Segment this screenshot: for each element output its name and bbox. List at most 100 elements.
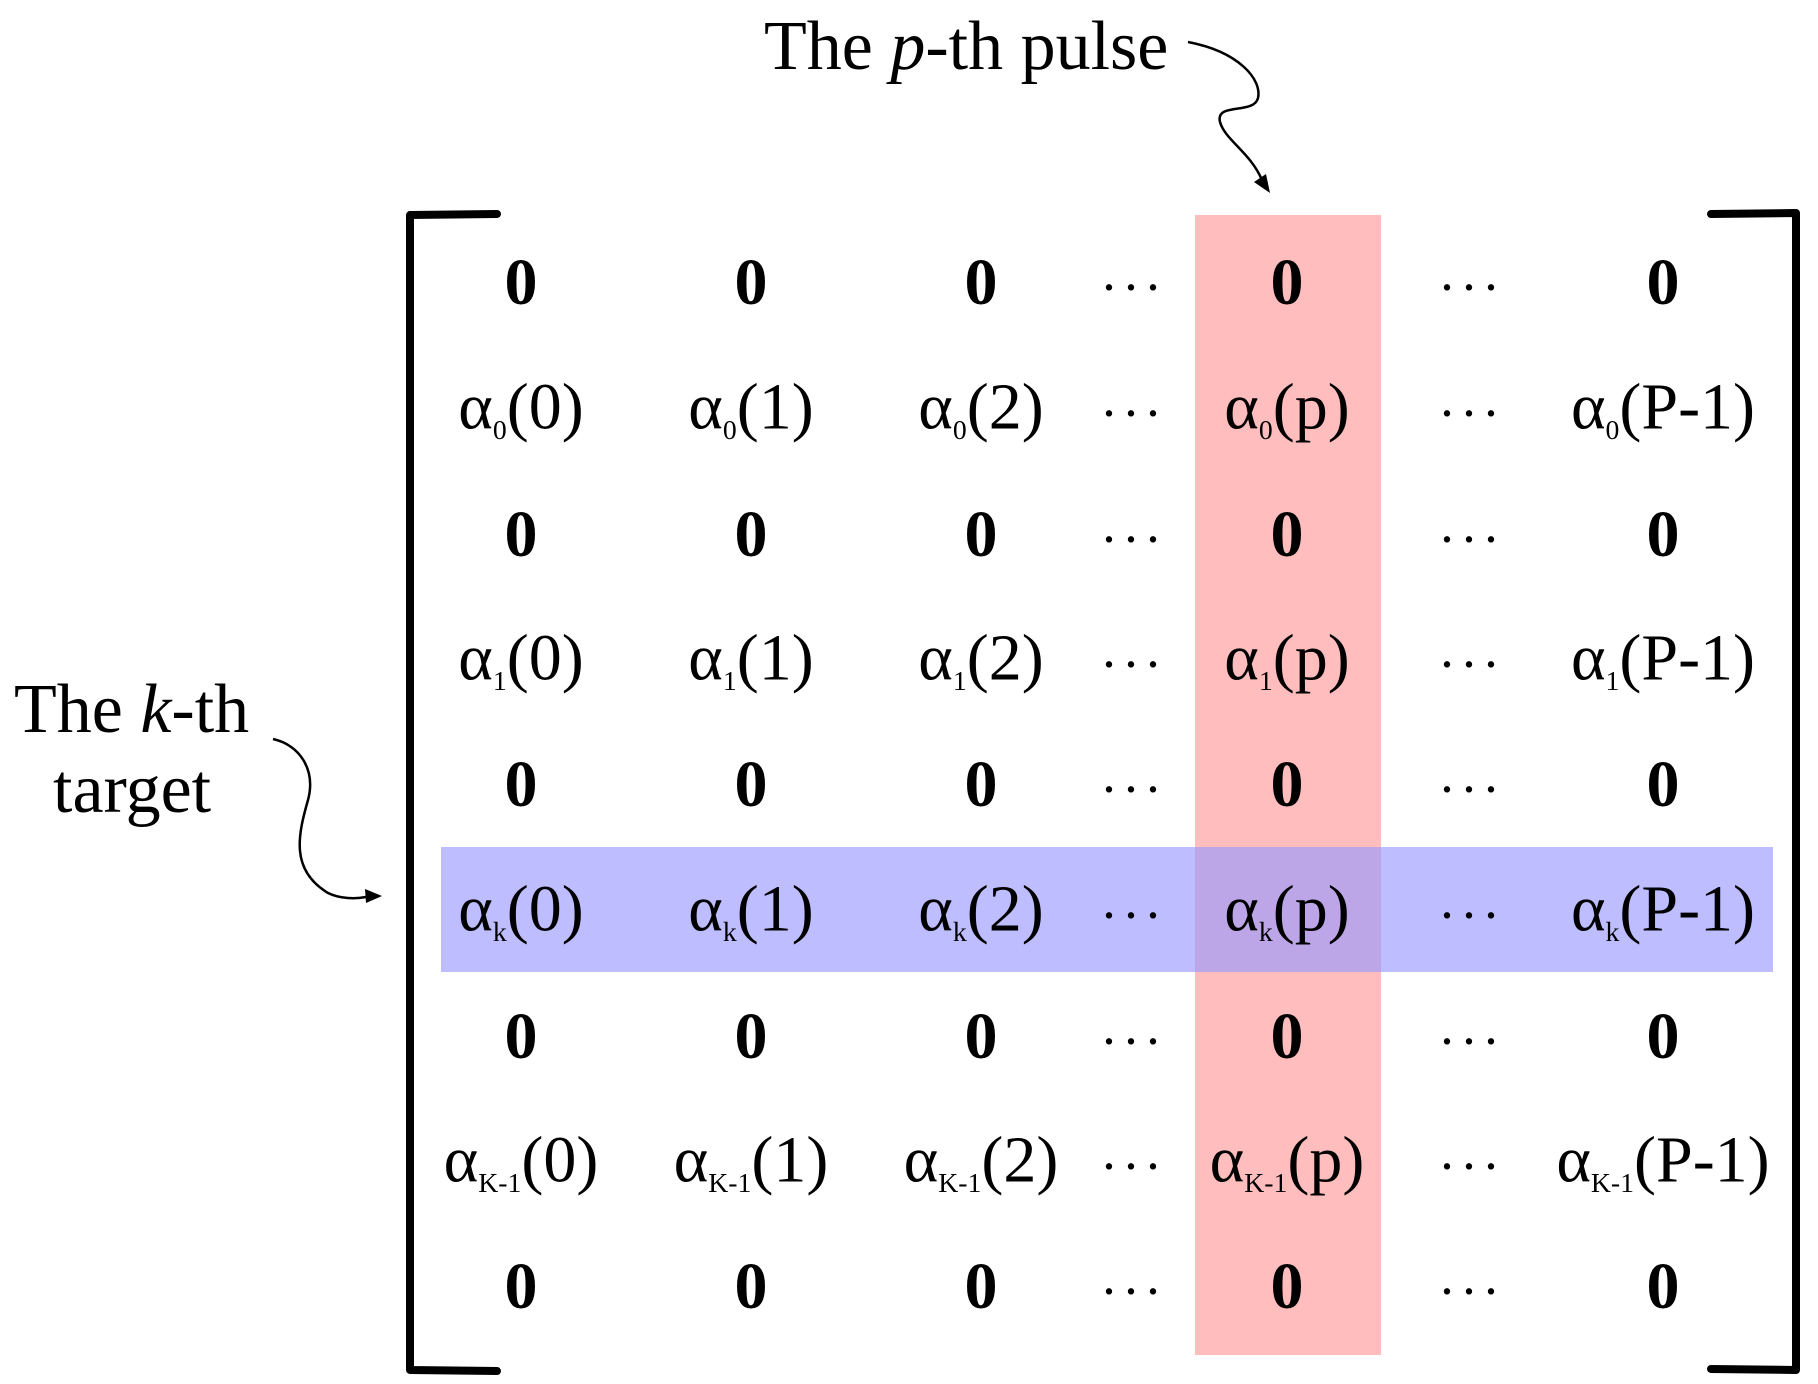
- matrix-zero-cell: 0: [1646, 748, 1680, 821]
- matrix-zero-cell: 0: [1270, 498, 1304, 571]
- matrix-alpha-cell: α0(1): [688, 374, 813, 443]
- alpha-subscript: k: [722, 915, 737, 947]
- alpha-subscript: 1: [1605, 664, 1620, 696]
- ellipsis-dots: ···: [1100, 1261, 1166, 1321]
- alpha-subscript: 0: [722, 413, 737, 445]
- alpha-subscript: K-1: [1590, 1166, 1635, 1198]
- matrix-zero-cell: 0: [1646, 1250, 1680, 1323]
- matrix-alpha-cell: αk(p): [1224, 876, 1349, 945]
- alpha-argument: (1): [736, 872, 814, 946]
- ellipsis-dots: ···: [1100, 759, 1166, 819]
- target-annotation-line2: target: [53, 755, 211, 825]
- alpha-symbol: α: [1570, 370, 1606, 444]
- alpha-subscript: 1: [722, 664, 737, 696]
- matrix-zero-cell: 0: [964, 246, 998, 319]
- alpha-subscript: 1: [492, 664, 507, 696]
- alpha-subscript: K-1: [1244, 1166, 1288, 1198]
- alpha-argument: (p): [1272, 621, 1350, 695]
- alpha-symbol: α: [458, 872, 493, 946]
- matrix-zero-cell: 0: [734, 748, 768, 821]
- alpha-subscript: 1: [952, 664, 967, 696]
- alpha-subscript: 0: [492, 413, 507, 445]
- alpha-symbol: α: [458, 621, 493, 695]
- alpha-symbol: α: [688, 370, 723, 444]
- matrix-zero-cell: 0: [504, 246, 538, 319]
- pulse-arrow: [1187, 40, 1270, 193]
- pulse-annotation-var: p: [890, 8, 926, 85]
- matrix-alpha-cell: α1(1): [688, 625, 813, 694]
- target-annotation-var: k: [140, 671, 172, 748]
- matrix-alpha-cell: αk(0): [458, 876, 583, 945]
- matrix-zero-cell: 0: [504, 748, 538, 821]
- ellipsis-dots: ···: [1438, 383, 1504, 443]
- ellipsis-dots: ···: [1100, 634, 1166, 694]
- matrix-zero-cell: 0: [1270, 246, 1304, 319]
- alpha-argument: (P-1): [1619, 872, 1756, 946]
- ellipsis-dots: ···: [1438, 1136, 1504, 1196]
- matrix-alpha-cell: α0(P-1): [1571, 374, 1755, 443]
- alpha-subscript: k: [952, 915, 967, 947]
- alpha-symbol: α: [1224, 621, 1259, 695]
- pulse-annotation-suffix: -th pulse: [925, 8, 1169, 85]
- ellipsis-dots: ···: [1438, 1261, 1504, 1321]
- target-annotation-word: target: [53, 751, 212, 828]
- matrix-zero-cell: 0: [964, 1250, 998, 1323]
- alpha-argument: (2): [966, 621, 1044, 695]
- target-annotation-line1: The k-th: [14, 675, 249, 745]
- matrix-zero-cell: 0: [1270, 748, 1304, 821]
- target-arrow: [272, 737, 382, 903]
- ellipsis-dots: ···: [1100, 509, 1166, 569]
- matrix-zero-cell: 0: [964, 498, 998, 571]
- matrix-alpha-cell: α1(P-1): [1571, 625, 1755, 694]
- alpha-subscript: K-1: [708, 1166, 752, 1198]
- ellipsis-dots: ···: [1438, 759, 1504, 819]
- ellipsis-dots: ···: [1100, 257, 1166, 317]
- alpha-symbol: α: [1570, 872, 1606, 946]
- target-annotation-prefix: The: [14, 671, 141, 748]
- matrix-zero-cell: 0: [1646, 498, 1680, 571]
- alpha-symbol: α: [1224, 370, 1259, 444]
- alpha-symbol: α: [458, 370, 493, 444]
- alpha-symbol: α: [688, 872, 723, 946]
- alpha-argument: (2): [981, 1123, 1059, 1197]
- alpha-argument: (P-1): [1634, 1123, 1770, 1197]
- matrix-alpha-cell: αK-1(p): [1210, 1127, 1365, 1196]
- ellipsis-dots: ···: [1438, 1011, 1504, 1071]
- matrix-alpha-cell: α0(2): [918, 374, 1043, 443]
- ellipsis-dots: ···: [1438, 257, 1504, 317]
- ellipsis-dots: ···: [1438, 634, 1504, 694]
- matrix-zero-cell: 0: [504, 498, 538, 571]
- matrix-zero-cell: 0: [734, 246, 768, 319]
- ellipsis-dots: ···: [1100, 1136, 1166, 1196]
- target-annotation-suffix: -th: [171, 671, 250, 748]
- matrix-alpha-cell: αK-1(P-1): [1556, 1127, 1769, 1196]
- alpha-argument: (P-1): [1619, 621, 1756, 695]
- alpha-argument: (0): [506, 872, 584, 946]
- alpha-argument: (p): [1272, 872, 1350, 946]
- pulse-annotation-prefix: The: [764, 8, 891, 85]
- ellipsis-dots: ···: [1100, 383, 1166, 443]
- right-bracket: [1707, 209, 1800, 1374]
- pth-pulse-column-highlight: [1195, 215, 1381, 1355]
- alpha-argument: (p): [1287, 1123, 1365, 1197]
- matrix-zero-cell: 0: [734, 1250, 768, 1323]
- alpha-subscript: 0: [952, 413, 967, 445]
- left-bracket: [406, 210, 501, 1375]
- matrix-alpha-cell: α0(0): [458, 374, 583, 443]
- matrix-alpha-cell: αK-1(1): [674, 1127, 829, 1196]
- kth-target-row-highlight: [441, 847, 1773, 972]
- matrix-zero-cell: 0: [1646, 246, 1680, 319]
- matrix-alpha-cell: αK-1(0): [444, 1127, 599, 1196]
- alpha-symbol: α: [918, 621, 953, 695]
- alpha-symbol: α: [1224, 872, 1259, 946]
- matrix-zero-cell: 0: [1270, 1250, 1304, 1323]
- matrix-zero-cell: 0: [964, 1000, 998, 1073]
- alpha-argument: (1): [751, 1123, 829, 1197]
- alpha-symbol: α: [443, 1123, 479, 1197]
- alpha-argument: (2): [966, 370, 1044, 444]
- matrix-alpha-cell: αK-1(2): [904, 1127, 1059, 1196]
- matrix-alpha-cell: α1(0): [458, 625, 583, 694]
- ellipsis-dots: ···: [1438, 509, 1504, 569]
- matrix-zero-cell: 0: [504, 1250, 538, 1323]
